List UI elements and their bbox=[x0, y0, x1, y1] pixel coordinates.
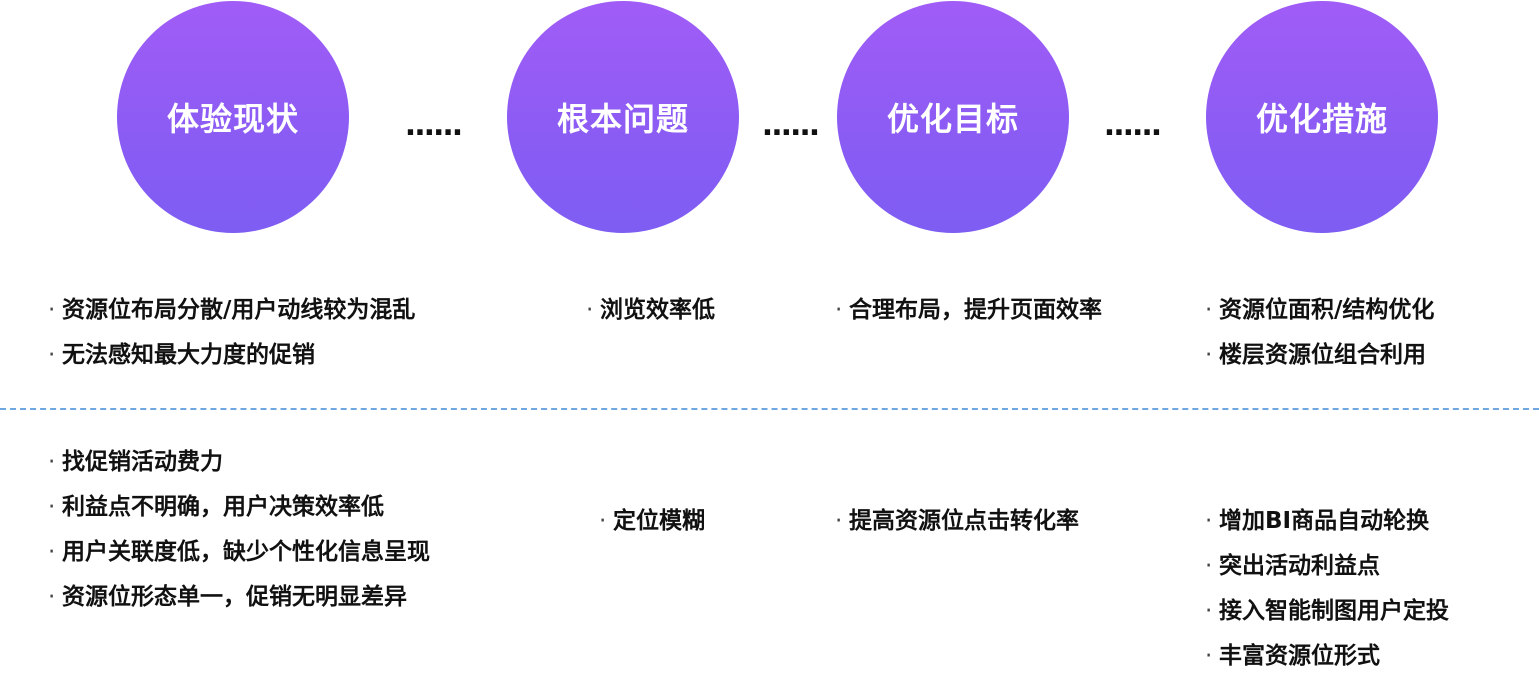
stage-label: 根本问题 bbox=[556, 100, 689, 138]
list-item: ·定位模糊 bbox=[599, 505, 705, 537]
list-item-text: 楼层资源位组合利用 bbox=[1219, 342, 1426, 368]
list-item: ·浏览效率低 bbox=[586, 294, 715, 326]
stage-label: 体验现状 bbox=[166, 100, 299, 138]
list-item: ·接入智能制图用户定投 bbox=[1205, 595, 1449, 627]
bullet: · bbox=[1205, 508, 1213, 534]
list-item: ·提高资源位点击转化率 bbox=[835, 505, 1079, 537]
stage-circle-root-problem: 根本问题 bbox=[507, 1, 739, 233]
list-item: ·利益点不明确，用户决策效率低 bbox=[48, 491, 384, 523]
list-item-text: 浏览效率低 bbox=[600, 297, 715, 323]
list-item: ·用户关联度低，缺少个性化信息呈现 bbox=[48, 536, 430, 568]
bullet: · bbox=[835, 297, 843, 323]
stage-label: 优化措施 bbox=[1255, 100, 1388, 138]
list-item: ·楼层资源位组合利用 bbox=[1205, 339, 1426, 371]
list-item-text: 资源位布局分散/用户动线较为混乱 bbox=[62, 297, 416, 323]
bullet: · bbox=[1205, 553, 1213, 579]
list-item: ·增加BI商品自动轮换 bbox=[1205, 505, 1429, 537]
list-item: ·无法感知最大力度的促销 bbox=[48, 339, 315, 371]
bullet: · bbox=[835, 508, 843, 534]
list-item-text: 接入智能制图用户定投 bbox=[1219, 598, 1449, 624]
list-item-text: 利益点不明确，用户决策效率低 bbox=[62, 494, 384, 520]
list-item-text: 定位模糊 bbox=[613, 508, 705, 534]
list-item: ·资源位形态单一，促销无明显差异 bbox=[48, 581, 407, 613]
list-item: ·找促销活动费力 bbox=[48, 446, 223, 478]
list-item-text: 提高资源位点击转化率 bbox=[849, 508, 1079, 534]
bullet: · bbox=[48, 584, 56, 610]
connector-dots-1: ...... bbox=[404, 108, 463, 143]
list-item-text: 资源位面积/结构优化 bbox=[1219, 297, 1435, 323]
bullet: · bbox=[48, 539, 56, 565]
bullet: · bbox=[48, 449, 56, 475]
list-item-text: 无法感知最大力度的促销 bbox=[62, 342, 315, 368]
bullet: · bbox=[1205, 598, 1213, 624]
list-item: ·资源位布局分散/用户动线较为混乱 bbox=[48, 294, 415, 326]
section-divider bbox=[0, 408, 1539, 410]
list-item-text: 增加BI商品自动轮换 bbox=[1219, 508, 1430, 534]
stage-label: 优化目标 bbox=[886, 100, 1019, 138]
bullet: · bbox=[586, 297, 594, 323]
list-item-text: 突出活动利益点 bbox=[1219, 553, 1380, 579]
bullet: · bbox=[599, 508, 607, 534]
connector-dots-3: ...... bbox=[1103, 108, 1162, 143]
list-item-text: 找促销活动费力 bbox=[62, 449, 223, 475]
list-item-text: 合理布局，提升页面效率 bbox=[849, 297, 1102, 323]
list-item: ·丰富资源位形式 bbox=[1205, 640, 1380, 672]
list-item-text: 资源位形态单一，促销无明显差异 bbox=[62, 584, 407, 610]
stage-circle-current-experience: 体验现状 bbox=[117, 1, 349, 233]
list-item: ·合理布局，提升页面效率 bbox=[835, 294, 1102, 326]
bullet: · bbox=[1205, 342, 1213, 368]
bullet: · bbox=[48, 297, 56, 323]
list-item-text: 丰富资源位形式 bbox=[1219, 643, 1380, 669]
bullet: · bbox=[1205, 643, 1213, 669]
bullet: · bbox=[48, 342, 56, 368]
list-item: ·资源位面积/结构优化 bbox=[1205, 294, 1434, 326]
connector-dots-2: ...... bbox=[761, 108, 820, 143]
list-item-text: 用户关联度低，缺少个性化信息呈现 bbox=[62, 539, 430, 565]
list-item: ·突出活动利益点 bbox=[1205, 550, 1380, 582]
bullet: · bbox=[48, 494, 56, 520]
stage-circle-optimization-measures: 优化措施 bbox=[1206, 1, 1438, 233]
bullet: · bbox=[1205, 297, 1213, 323]
stage-circle-optimization-goal: 优化目标 bbox=[837, 1, 1069, 233]
